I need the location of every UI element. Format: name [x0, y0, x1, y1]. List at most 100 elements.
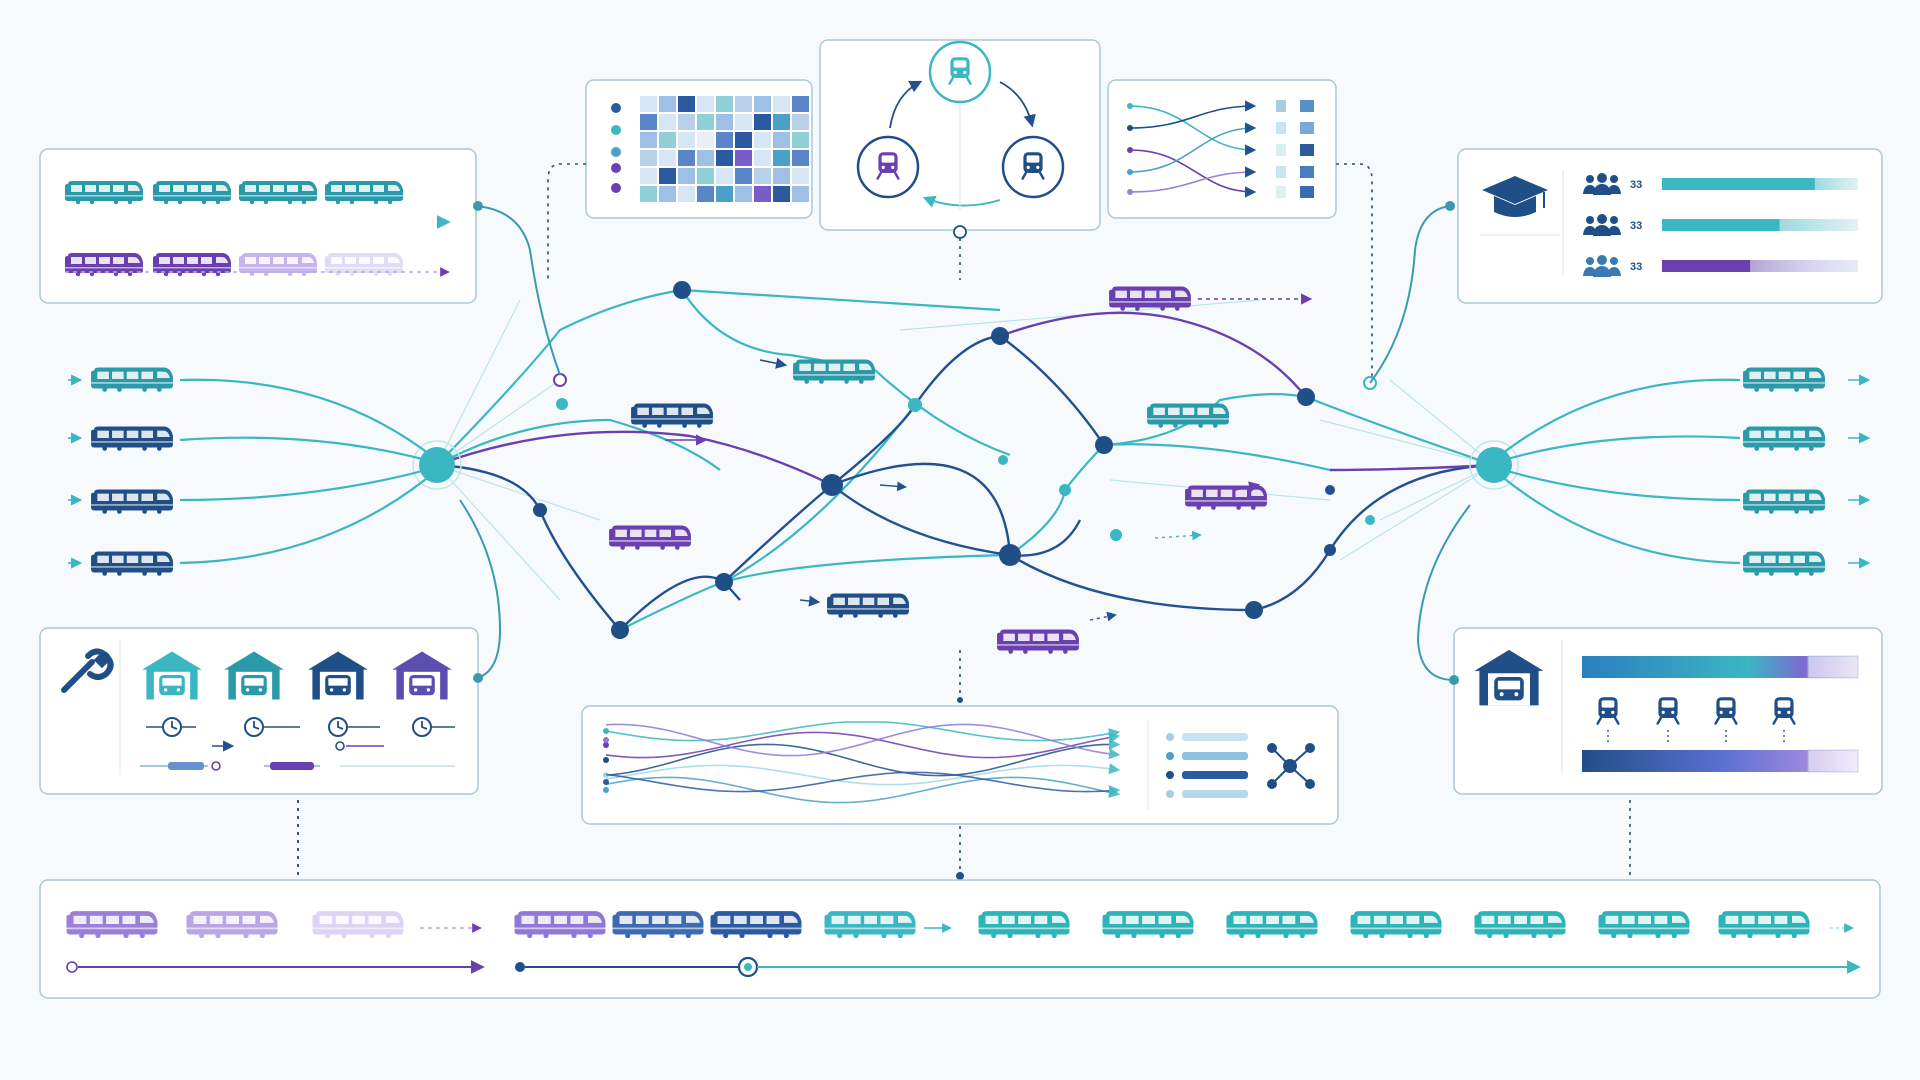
- network-node: [1059, 484, 1071, 496]
- train-icon: [91, 489, 173, 514]
- incoming-trains: [68, 367, 438, 576]
- train-icon: [997, 629, 1079, 654]
- train-icon: [1350, 911, 1442, 938]
- heatmap-cell: [754, 168, 771, 184]
- train-icon: [186, 911, 278, 938]
- crossing-line: [1129, 149, 1257, 198]
- fleet-panel: [39, 148, 477, 304]
- train-icon: [1102, 911, 1194, 938]
- network-node: [998, 455, 1008, 465]
- wave-line: [605, 771, 1121, 797]
- train-icon: [1743, 551, 1825, 576]
- train-icon: [612, 911, 704, 938]
- crossing-line: [1129, 100, 1257, 129]
- wave-line: [605, 776, 1121, 804]
- heatmap-cell: [754, 150, 771, 166]
- train-icon: [239, 181, 317, 204]
- wave-line: [605, 763, 1121, 786]
- crossing-start: [1127, 103, 1133, 109]
- train-icon: [91, 367, 173, 392]
- outgoing-trains: [1493, 367, 1871, 576]
- crossing-line: [1129, 122, 1257, 173]
- crossing-line: [1129, 105, 1257, 156]
- network-node: [999, 544, 1021, 566]
- train-icon: [65, 253, 143, 276]
- train-icon: [1743, 367, 1825, 392]
- heatmap-cell: [678, 150, 695, 166]
- heatmap-cell: [754, 96, 771, 112]
- wave-line: [605, 721, 1121, 742]
- network-node: [1365, 515, 1375, 525]
- heatmap-cell: [773, 168, 790, 184]
- network-node: [821, 474, 843, 496]
- graduation-cap-icon: [1482, 176, 1548, 217]
- train-icon: [710, 911, 802, 938]
- heatmap-cell: [659, 96, 676, 112]
- heatmap-cell: [697, 132, 714, 148]
- train-icon: [312, 911, 404, 938]
- crew-count: 33: [1630, 179, 1642, 191]
- heatmap-cell: [640, 132, 657, 148]
- heatmap-cell: [773, 114, 790, 130]
- crossing-lines: [1127, 100, 1257, 198]
- heatmap-cell: [697, 168, 714, 184]
- heatmap-cell: [716, 150, 733, 166]
- wave-line: [605, 723, 1121, 760]
- train-icon: [1743, 426, 1825, 451]
- heatmap-cell: [754, 114, 771, 130]
- train-icon: [1474, 911, 1566, 938]
- heatmap-cell: [716, 96, 733, 112]
- heatmap-cell: [640, 186, 657, 202]
- network-node: [1297, 388, 1315, 406]
- train-icon: [66, 911, 158, 938]
- rotation-cycle-panel: [819, 39, 1101, 231]
- crew-row: 33: [1583, 173, 1858, 195]
- heatmap-cell: [659, 168, 676, 184]
- network-node: [991, 327, 1009, 345]
- train-icon: [793, 359, 875, 384]
- heatmap-grid: [640, 96, 809, 202]
- heatmap-cell: [716, 168, 733, 184]
- heatmap-cell: [697, 150, 714, 166]
- network-node: [1095, 436, 1113, 454]
- train-icon: [631, 403, 713, 428]
- wave-line: [605, 738, 1121, 777]
- heatmap-cell: [697, 114, 714, 130]
- crew-row: 33: [1583, 255, 1858, 277]
- train-icon: [827, 593, 909, 618]
- train-icon: [153, 181, 231, 204]
- train-icon: [514, 911, 606, 938]
- heatmap-cell: [678, 96, 695, 112]
- rail-network: [412, 281, 1519, 654]
- crew-bar-fill: [1662, 178, 1815, 190]
- wave-start: [603, 742, 609, 748]
- crew-bar-fill: [1662, 260, 1751, 272]
- heatmap-cell: [792, 132, 809, 148]
- network-node: [1324, 544, 1336, 556]
- heatmap-cell: [735, 186, 752, 202]
- wrench-icon: [61, 648, 114, 693]
- train-icon: [65, 181, 143, 204]
- network-node: [533, 503, 547, 517]
- heatmap-cell: [716, 186, 733, 202]
- network-node: [611, 621, 629, 639]
- train-icon: [239, 253, 317, 276]
- maintenance-panel: [39, 627, 479, 795]
- train-icon: [91, 426, 173, 451]
- crew-bar-fade: [1779, 219, 1858, 231]
- train-icon: [1185, 485, 1267, 510]
- clock-icon: [328, 717, 348, 737]
- network-node: [1245, 601, 1263, 619]
- train-icon: [325, 181, 403, 204]
- heatmap-cell: [735, 114, 752, 130]
- heatmap-cell: [792, 168, 809, 184]
- wave-lines: [603, 721, 1121, 804]
- crossing-line: [1129, 166, 1257, 193]
- train-icon: [978, 911, 1070, 938]
- heatmap-cell: [716, 114, 733, 130]
- crossing-start: [1127, 169, 1133, 175]
- heatmap-cell: [773, 186, 790, 202]
- heatmap-cell: [678, 132, 695, 148]
